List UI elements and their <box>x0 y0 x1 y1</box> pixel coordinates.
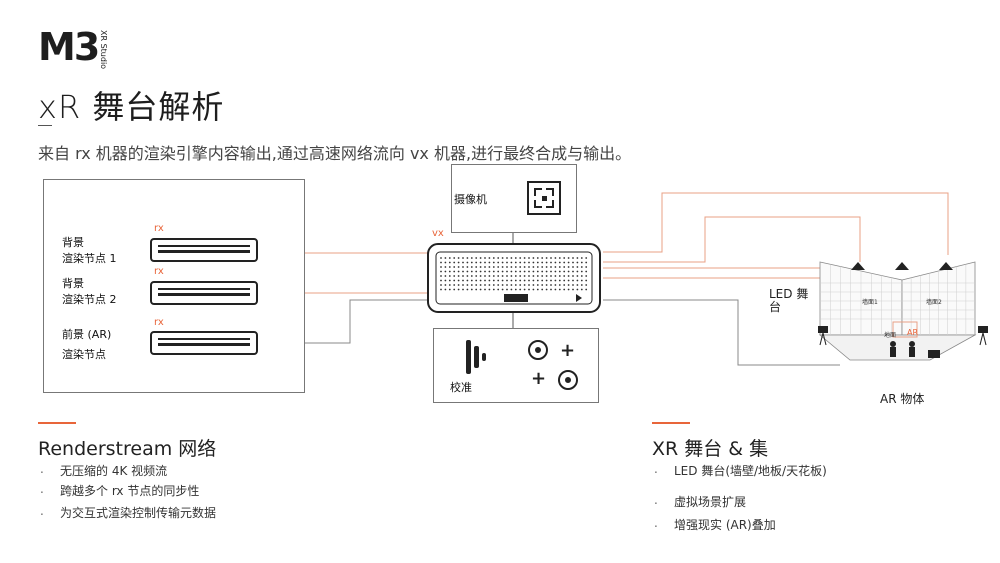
plus-icon-2: + <box>531 368 547 389</box>
led-stage-label: LED 舞 台 <box>769 287 809 314</box>
node-2-label: 背景 渲染节点 2 <box>62 277 117 306</box>
ar-object-label: AR 物体 <box>880 392 925 406</box>
rx-tag-1: rx <box>154 223 164 234</box>
rx-server-3 <box>150 331 258 355</box>
vx-server-icon <box>427 243 601 313</box>
vx-tag: vx <box>432 228 444 239</box>
title-underline <box>38 125 52 126</box>
logo-mark: M3 <box>38 25 100 69</box>
left-section-accent <box>38 422 76 424</box>
floor-label: 地面 <box>884 332 897 339</box>
link-rx3-vx <box>261 299 428 344</box>
render-nodes-panel <box>43 179 305 393</box>
left-section-title: Renderstream 网络 <box>38 438 217 460</box>
ar-tag: AR <box>907 328 919 337</box>
link-vx-stage-top <box>603 192 949 255</box>
camera-panel <box>451 164 577 233</box>
rx-server-1 <box>150 238 258 262</box>
camera-label: 摄像机 <box>454 193 487 206</box>
link-vx-stage-floor <box>603 299 840 366</box>
waveform-icon <box>466 340 490 374</box>
node-3-label-line2: 渲染节点 <box>62 348 106 361</box>
plus-icon-1: + <box>560 340 576 361</box>
node-3-label-line1: 前景 (AR) <box>62 328 112 341</box>
page-subtitle: 来自 rx 机器的渲染引擎内容输出,通过高速网络流向 vx 机器,进行最终合成与… <box>38 144 632 163</box>
right-bullet-list: .LED 舞台(墙壁/地板/天花板) .虚拟场景扩展 .增强现实 (AR)叠加 <box>654 462 827 532</box>
crosshair-target-icon-1 <box>528 340 548 360</box>
page-title: xR 舞台解析 <box>38 88 225 126</box>
camera-viewfinder-icon <box>527 181 561 215</box>
calibration-label: 校准 <box>450 381 472 394</box>
right-section-title: XR 舞台 & 集 <box>652 438 769 460</box>
rx-tag-2: rx <box>154 266 164 277</box>
led-stage-illustration <box>818 261 988 361</box>
wall1-label: 墙面1 <box>862 299 878 306</box>
wall2-label: 墙面2 <box>926 299 942 306</box>
crosshair-target-icon-2 <box>558 370 578 390</box>
link-vx-stage-mid <box>603 216 861 263</box>
right-section-accent <box>652 422 690 424</box>
rx-tag-3: rx <box>154 317 164 328</box>
left-bullet-list: .无压缩的 4K 视频流 .跨越多个 rx 节点的同步性 .为交互式渲染控制传输… <box>40 462 217 520</box>
node-1-label: 背景 渲染节点 1 <box>62 236 117 265</box>
calibration-panel <box>433 328 599 403</box>
rx-server-2 <box>150 281 258 305</box>
